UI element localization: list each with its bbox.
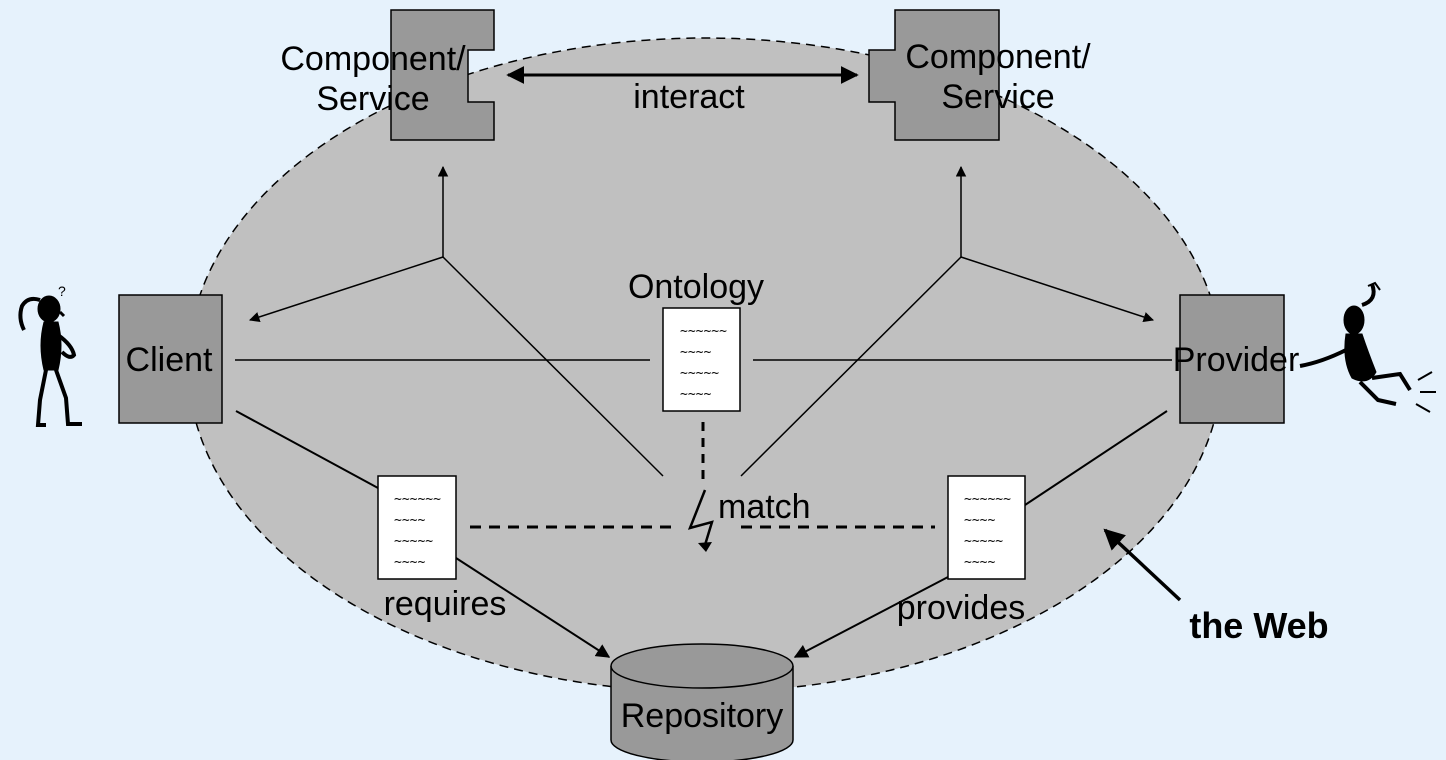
doc-line: ~~~~~~ [394,492,441,507]
repository-label: Repository [621,697,784,735]
doc-line: ~~~~~~ [964,492,1011,507]
doc-line: ~~~~ [964,513,995,528]
ontology-document[interactable]: ~~~~~~ ~~~~ ~~~~~ ~~~~ [662,307,741,412]
requires-label: requires [384,585,507,623]
right-branch-to-match [740,256,962,477]
right-component-label-line1: Component/ [905,38,1091,76]
doc-line: ~~~~~ [680,366,719,381]
doc-line: ~~~~~ [394,534,433,549]
client-box[interactable]: Client [118,294,223,424]
provider-box[interactable]: Provider [1173,294,1300,424]
left-component-shape [390,9,495,141]
right-component-shape [868,9,1000,141]
left-branch-to-client [249,256,444,323]
client-requires-line [235,410,379,489]
doc-line: ~~~~ [394,513,425,528]
repository-database[interactable]: Repository [610,643,794,760]
database-icon [610,666,794,760]
doc-line: ~~~~~ [964,534,1003,549]
doc-line: ~~~~ [964,555,995,570]
doc-line: ~~~~ [394,555,425,570]
match-label: match [718,488,811,526]
right-component-label-line2: Service [941,78,1054,116]
provider-provides-line [1024,410,1168,506]
lightning-icon [687,489,714,552]
web-label: the Web [1189,605,1328,646]
left-component-label-line1: Component/ [280,40,466,78]
provides-label: provides [897,589,1026,627]
client-label: Client [126,341,213,379]
provider-label: Provider [1173,341,1300,379]
svg-text:?: ? [58,283,66,299]
requires-document[interactable]: ~~~~~~ ~~~~ ~~~~~ ~~~~ [377,475,457,580]
doc-line: ~~~~ [680,387,711,402]
waving-person-icon [1299,281,1436,413]
left-branch-to-match [442,256,664,477]
provides-repository-arrow [793,576,949,658]
doc-line: ~~~~~~ [680,324,727,339]
right-branch-to-provider [960,256,1154,323]
ontology-label: Ontology [628,268,764,306]
confused-person-icon: ? [18,283,82,427]
provides-document[interactable]: ~~~~~~ ~~~~ ~~~~~ ~~~~ [947,475,1026,580]
right-component-service[interactable]: Component/ Service [868,9,1091,141]
web-pointer-arrow [1103,528,1182,602]
requires-repository-arrow [455,557,611,658]
left-component-service[interactable]: Component/ Service [280,9,495,141]
doc-line: ~~~~ [680,345,711,360]
left-component-label-line2: Service [316,80,429,118]
interact-label: interact [633,78,745,116]
